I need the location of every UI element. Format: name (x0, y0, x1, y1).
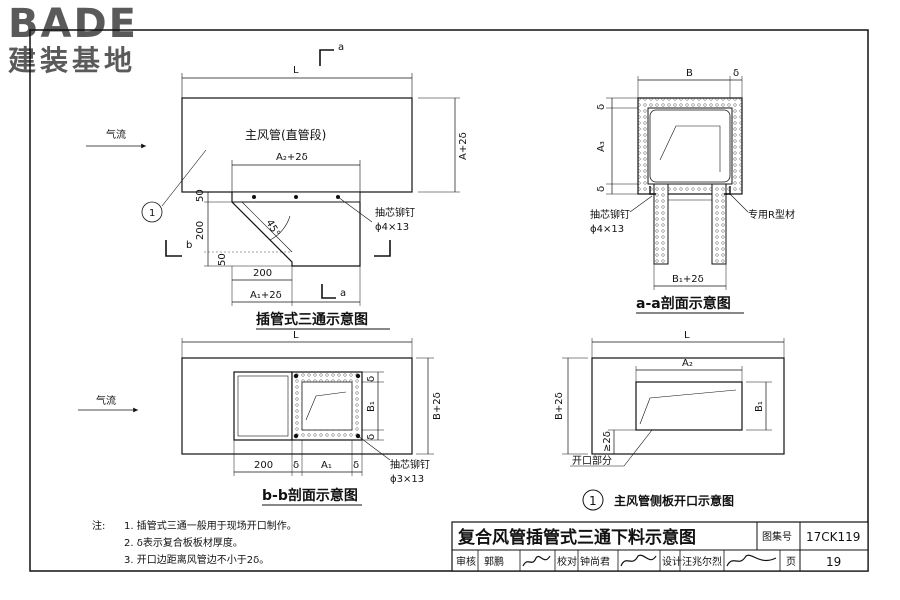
dim-A3: A₃ (596, 141, 607, 152)
tee-diagram: L a 主风管(直管段) 气流 A+2δ A₂+2δ 45° (86, 42, 469, 330)
main-duct (181, 97, 413, 193)
dim-200-a: 200 (195, 221, 206, 240)
dim-delta-bb-2: δ (366, 434, 377, 440)
dim-A2: A₂ (682, 358, 693, 369)
dim-L-top: L (293, 65, 299, 76)
dim-B: B (686, 68, 693, 79)
dim-B1-plus-2d: B₁+2δ (672, 274, 704, 285)
rivet-spec-2: ϕ4×13 (590, 224, 624, 235)
rivet-label-1: 抽芯铆钉 (375, 206, 415, 219)
dim-B1: B₁ (366, 401, 377, 412)
dim-delta-left-2: δ (596, 186, 607, 192)
aa-section: B δ δ A₃ δ 抽芯铆钉 ϕ4×13 专用R型材 B₁+2δ (590, 68, 795, 314)
note-1: 1. 插管式三通一般用于现场开口制作。 (124, 521, 297, 532)
caption-aa: a-a剖面示意图 (636, 295, 731, 312)
opening-rect (635, 381, 743, 431)
dim-delta-bb-3: δ (293, 460, 299, 471)
reviewer: 郭鹏 (484, 555, 504, 568)
dim-B-plus-2d-side: B+2δ (554, 392, 565, 420)
rivet-label-3: 抽芯铆钉 (390, 458, 430, 471)
drawing-title: 复合风管插管式三通下料示意图 (457, 527, 696, 548)
dim-delta-left-1: δ (596, 104, 607, 110)
bb-section: L 气流 δ B₁ δ B+2δ 200 (78, 330, 443, 506)
reviewer-signature (522, 555, 551, 567)
page-no: 19 (826, 555, 841, 569)
dim-L-side: L (684, 330, 690, 341)
detail-callout-1-label: 1 (149, 208, 155, 219)
dim-ge-2d: ≥2δ (602, 431, 613, 452)
airflow-label-mid: 气流 (96, 394, 116, 407)
dim-A1-plus-2d: A₁+2δ (250, 290, 282, 301)
note-2: 2. δ表示复合板板材厚度。 (124, 538, 243, 549)
check-label: 校对 (557, 555, 577, 568)
dim-50-b: 50 (217, 253, 228, 266)
checker: 钟尚君 (580, 555, 610, 568)
section-a-marker-top (319, 49, 334, 66)
branch-duct (231, 192, 361, 267)
rivet-spec-1: ϕ4×13 (375, 222, 409, 233)
rivet-label-2: 抽芯铆钉 (590, 208, 630, 221)
dim-200-c: 200 (254, 460, 273, 471)
dim-L-mid: L (293, 330, 299, 341)
dim-50-a: 50 (195, 189, 206, 202)
section-b-label-left: b (186, 240, 192, 251)
dim-A1: A₁ (321, 460, 332, 471)
review-label: 审核 (456, 555, 476, 568)
dim-A2-plus-2d: A₂+2δ (276, 152, 308, 163)
notes: 注: 1. 插管式三通一般用于现场开口制作。 2. δ表示复合板板材厚度。 3.… (92, 518, 297, 569)
dim-200-b: 200 (253, 268, 272, 279)
dim-A-plus-2d: A+2δ (458, 132, 469, 160)
opening-label: 开口部分 (572, 454, 612, 467)
title-block: 复合风管插管式三通下料示意图 图集号 17CK119 审核 郭鹏 校对 钟尚君 … (451, 521, 869, 572)
section-b-marker-left (165, 240, 182, 257)
designer-signature (726, 554, 777, 567)
section-b-marker-right (374, 240, 391, 257)
section-a-marker-bottom (321, 284, 336, 299)
airflow-label-top: 气流 (106, 128, 126, 141)
dim-delta-bb-4: δ (353, 460, 359, 471)
sheet-border (29, 29, 869, 572)
caption-side: 主风管侧板开口示意图 (614, 493, 734, 508)
designer: 汪兆尔烈 (682, 555, 722, 568)
dim-B1-side: B₁ (754, 401, 765, 412)
page-label: 页 (786, 556, 796, 568)
caption-side-callout (582, 489, 604, 511)
main-duct-label: 主风管(直管段) (245, 127, 326, 142)
section-a-label-top: a (338, 42, 344, 53)
caption-tee: 插管式三通示意图 (256, 311, 368, 328)
rivet-spec-3: ϕ3×13 (390, 474, 424, 485)
caption-bb: b-b剖面示意图 (262, 487, 358, 504)
checker-signature (620, 554, 657, 567)
atlas-no: 17CK119 (806, 530, 860, 544)
notes-prefix: 注: (92, 521, 106, 532)
atlas-label: 图集号 (762, 530, 792, 543)
dim-delta-bb-1: δ (366, 376, 377, 382)
design-label: 设计 (662, 555, 682, 568)
section-a-label-bottom: a (340, 288, 346, 299)
r-profile-label: 专用R型材 (748, 208, 795, 221)
dim-delta-top: δ (733, 68, 739, 79)
dim-B-plus-2d-bb: B+2δ (432, 392, 443, 420)
side-opening: L A₂ B₁ B+2δ ≥2δ 开口部分 1 主风管侧板开口示意图 (554, 330, 785, 511)
note-3: 3. 开口边距离风管边不小于2δ。 (124, 555, 270, 566)
caption-side-num: 1 (589, 494, 597, 508)
logo-chinese: 建装基地 (8, 44, 137, 77)
detail-callout-1 (141, 201, 163, 223)
